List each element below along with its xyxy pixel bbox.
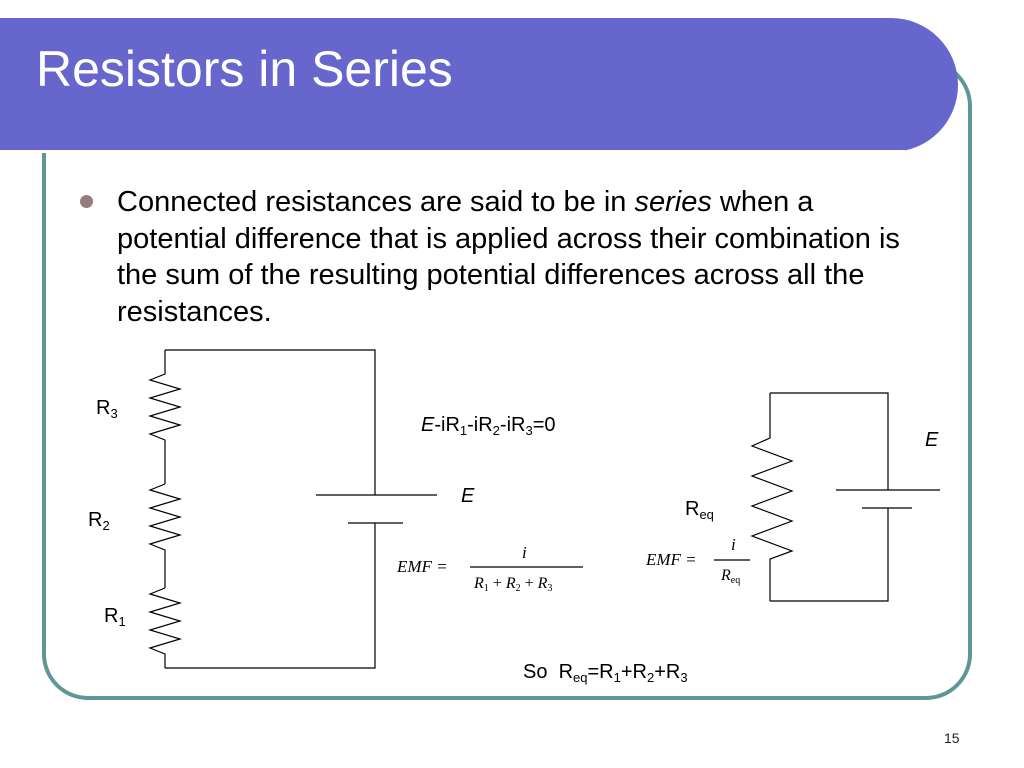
- den-r1: R: [474, 575, 484, 592]
- resistor-r3-zigzag: [147, 350, 183, 484]
- label-r3-sub: 3: [110, 406, 118, 421]
- label-req-symbol: R: [685, 498, 700, 520]
- loop-sub3: 3: [525, 423, 533, 438]
- label-r3-symbol: R: [96, 397, 111, 419]
- slide-title: Resistors in Series: [36, 41, 453, 97]
- series-wire-top: [165, 349, 376, 495]
- label-r2-sub: 2: [102, 518, 110, 533]
- conc-s3: 3: [680, 670, 688, 685]
- conc-sub-eq: eq: [573, 670, 588, 685]
- loop-sub2: 2: [492, 423, 500, 438]
- eq-formula-numerator: i: [731, 535, 736, 554]
- equivalent-circuit: [470, 392, 940, 602]
- bullet-text-start: Connected resistances are said to be in: [117, 186, 635, 218]
- loop-end: =0: [532, 414, 556, 436]
- conc-t2: +R: [620, 661, 647, 683]
- bullet-text-end: when a potential difference that is appl…: [117, 186, 900, 328]
- loop-equation: E-iR1-iR2-iR3=0: [421, 414, 556, 438]
- den-s1: 1: [483, 583, 489, 594]
- den-s3: 3: [547, 583, 553, 594]
- label-req-sub: eq: [699, 507, 714, 522]
- label-r1-sub: 1: [118, 614, 126, 629]
- label-req: Req: [685, 498, 714, 522]
- bullet-emphasis: series: [634, 186, 712, 218]
- resistor-r2-zigzag: [147, 483, 183, 588]
- conclusion-equation: So Req=R1+R2+R3: [523, 661, 688, 685]
- conc-t3: +R: [654, 661, 681, 683]
- eq-wire-top: [770, 392, 889, 490]
- series-wire-bottom: [165, 523, 376, 669]
- den-plus2: +: [524, 575, 534, 592]
- title-bar: [0, 18, 958, 153]
- label-r3: R3: [96, 397, 118, 421]
- series-formula-lhs: EMF =: [397, 557, 448, 576]
- eq-wire-bottom: [770, 508, 889, 602]
- slide-number: 15: [944, 730, 960, 746]
- conc-t1: =R: [587, 661, 614, 683]
- loop-term3: -iR: [499, 414, 526, 436]
- loop-term2: -iR: [467, 414, 493, 436]
- resistor-req-zigzag: [750, 393, 794, 601]
- bullet-text: Connected resistances are said to be in …: [117, 184, 917, 330]
- eq-den-sub: eq: [730, 575, 741, 586]
- label-emf-series: E: [461, 485, 475, 507]
- loop-e: E: [421, 414, 435, 436]
- label-r2: R2: [88, 509, 110, 533]
- eq-formula-denominator: Req: [721, 567, 741, 586]
- den-r3: R: [537, 575, 548, 592]
- conc-s1: 1: [613, 670, 621, 685]
- title-underline: [0, 150, 905, 153]
- eq-den-r: R: [721, 567, 731, 584]
- bullet-dot: [80, 195, 93, 208]
- label-emf-eq: E: [925, 429, 939, 451]
- loop-sub1: 1: [459, 423, 468, 438]
- resistor-r1-zigzag: [147, 587, 183, 668]
- conc-prefix: So R: [523, 661, 574, 683]
- den-s2: 2: [515, 583, 521, 594]
- conc-s2: 2: [646, 670, 655, 685]
- label-r1: R1: [104, 605, 126, 629]
- label-r1-symbol: R: [104, 605, 119, 627]
- loop-term1: -iR: [434, 414, 460, 436]
- series-circuit: [147, 349, 437, 669]
- series-formula-denominator: R1 + R2 + R3: [474, 575, 553, 594]
- series-formula-numerator: i: [522, 543, 527, 562]
- den-plus1: +: [492, 575, 502, 592]
- den-r2: R: [505, 575, 516, 592]
- label-r2-symbol: R: [88, 509, 103, 531]
- eq-formula-lhs: EMF =: [646, 550, 697, 569]
